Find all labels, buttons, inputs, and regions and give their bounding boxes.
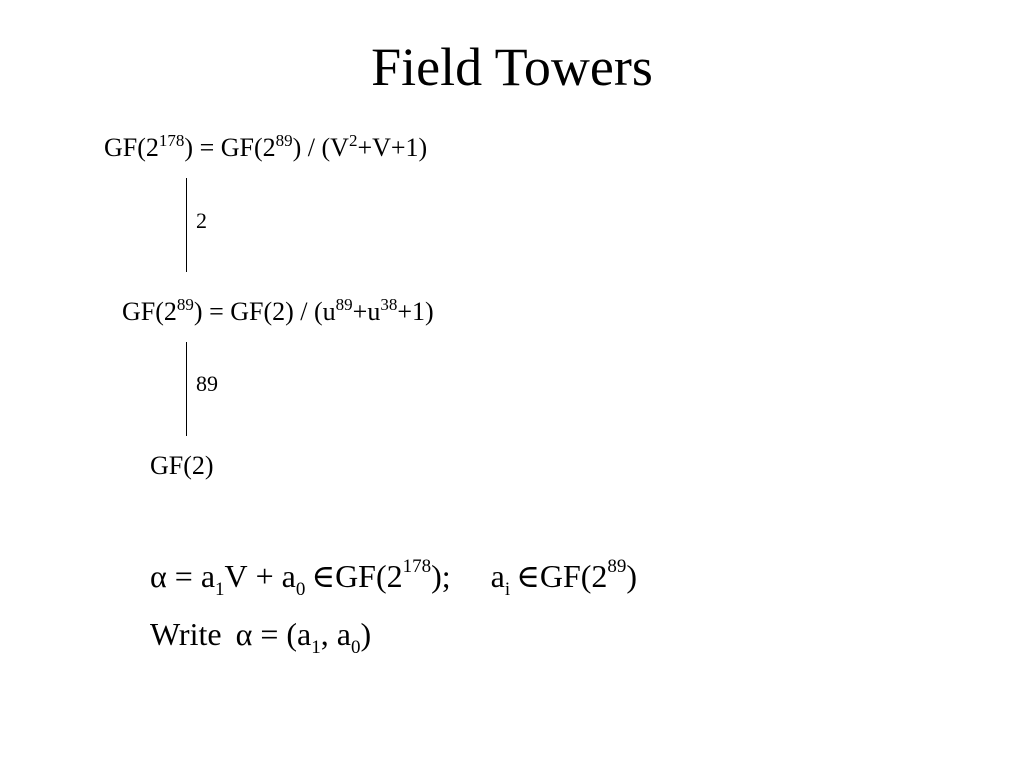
eq1-a1: a	[200, 558, 216, 594]
eq1-in1: ∈	[311, 558, 336, 594]
eq2-equals: =	[260, 616, 279, 652]
eq1-v: V	[224, 558, 248, 594]
eq2-close: )	[360, 616, 372, 652]
equation-alpha-definition: α=a1V+a0∈GF(2178);ai∈GF(289)	[150, 556, 638, 599]
tower-middle-tail: +1)	[397, 297, 434, 326]
eq2-comma: , a	[320, 616, 351, 652]
tower-middle-plus: +u	[352, 297, 381, 326]
tower-middle-exp2: 89	[335, 295, 353, 314]
tower-base-field: GF(2)	[150, 451, 214, 480]
eq1-exp2: 89	[607, 556, 627, 577]
eq1-close2: )	[626, 558, 638, 594]
tower-middle-mid: ) = GF(2) / (u	[193, 297, 336, 326]
tower-top-tail: +V+1)	[357, 133, 428, 162]
eq2-sub0: 0	[350, 637, 361, 658]
eq2-sub1: 1	[311, 637, 321, 658]
eq1-sub0: 0	[295, 579, 306, 600]
eq1-equals: =	[174, 558, 193, 594]
tower-top-rest: ) / (V	[292, 133, 349, 162]
tower-top-exp3: 2	[348, 131, 358, 150]
eq2-write: Write	[150, 616, 222, 652]
tower-middle-gf: GF(2	[122, 297, 177, 326]
tower-top-field: GF(2178) = GF(289) / (V2+V+1)	[104, 132, 427, 164]
tower-top-exp1: 178	[158, 131, 185, 150]
tower-middle-exp1: 89	[176, 295, 194, 314]
tower-top-gf: GF(2	[104, 133, 159, 162]
eq1-exp1: 178	[402, 556, 432, 577]
eq1-close1: );	[431, 558, 451, 594]
eq1-sub1: 1	[215, 579, 225, 600]
tower-middle-exp3: 38	[380, 295, 398, 314]
eq1-subi: i	[504, 579, 511, 600]
eq1-in2: ∈	[516, 558, 540, 594]
eq1-a0: a	[281, 558, 296, 594]
slide-title: Field Towers	[371, 37, 653, 97]
tower-link-top	[186, 178, 187, 272]
tower-degree-top: 2	[196, 208, 207, 233]
eq1-alpha: α	[150, 558, 167, 594]
eq2-alpha: α	[235, 616, 253, 652]
eq1-ai: a	[490, 558, 505, 594]
eq1-plus: +	[255, 558, 274, 594]
eq2-open: (a	[286, 616, 312, 652]
tower-middle-field: GF(289) = GF(2) / (u89+u38+1)	[122, 296, 434, 328]
tower-top-exp2: 89	[275, 131, 293, 150]
tower-degree-bottom: 89	[196, 371, 218, 396]
eq1-gf2: GF(2	[539, 558, 608, 594]
eq1-gf1: GF(2	[335, 558, 403, 594]
tower-top-mid: ) = GF(2	[184, 133, 276, 162]
tower-link-bottom	[186, 342, 187, 436]
